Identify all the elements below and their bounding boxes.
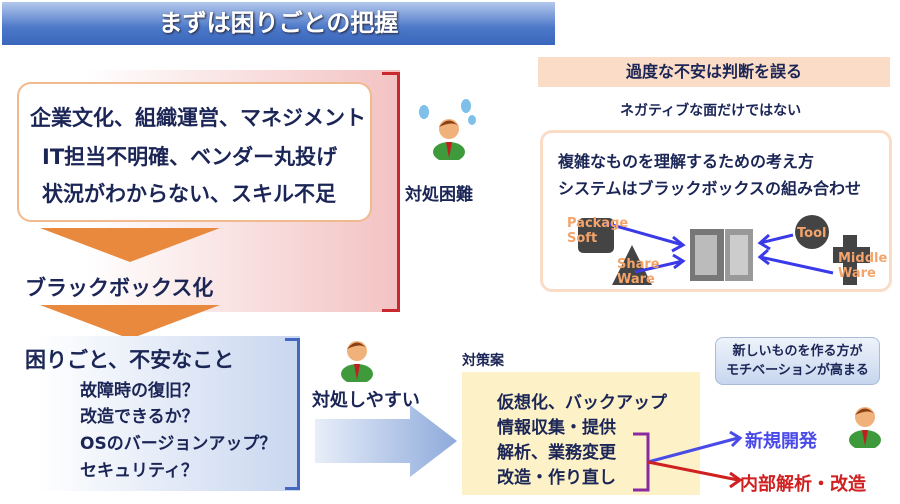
- sweat-drops-icon: [419, 99, 476, 125]
- worried-person-icon: [433, 119, 465, 160]
- red-bracket: [382, 72, 400, 312]
- plan-item: 情報収集・提供: [497, 418, 616, 438]
- worries-title: 困りごと、不安なこと: [25, 348, 235, 372]
- internal-analysis-label: 内部解析・改造: [740, 474, 866, 495]
- person-icon: [849, 407, 881, 448]
- causes-box: [17, 82, 372, 222]
- plan-item: 仮想化、バックアップ: [497, 393, 667, 413]
- cause-line: 状況がわからない、スキル不足: [42, 182, 336, 206]
- server-icon: [690, 229, 753, 281]
- worry-item: OSのバージョンアップ？: [80, 434, 277, 454]
- new-development-label: 新規開発: [745, 431, 817, 452]
- bubble-line: モチベーションが高まる: [726, 363, 869, 378]
- tool-label: Tool: [797, 226, 827, 241]
- worries-area: [8, 336, 300, 491]
- worry-item: 改造できるか？: [80, 407, 199, 427]
- person-icon: [341, 341, 373, 382]
- blue-bracket: [285, 338, 300, 490]
- outcome-arrows: [633, 430, 743, 492]
- concept-line: システムはブラックボックスの組み合わせ: [558, 179, 862, 198]
- worry-item: セキュリティ？: [80, 461, 198, 481]
- plan-item: 解析、業務変更: [497, 443, 616, 463]
- concept-line: 複雑なものを理解するための考え方: [558, 152, 815, 171]
- right-arrow-icon: [315, 405, 457, 477]
- worry-item: 故障時の復旧？: [80, 381, 199, 401]
- bubble-line: 新しいものを作る方が: [732, 344, 863, 359]
- subheading: ネガティブな面だけではない: [620, 103, 802, 119]
- plan-item: 改造・作り直し: [497, 468, 616, 488]
- plan-box: [462, 372, 700, 495]
- speech-bubble: 新しいものを作る方がモチベーションが高まる: [715, 337, 880, 385]
- hard-label: 対処困難: [405, 185, 473, 205]
- plan-label: 対策案: [462, 353, 504, 369]
- warning-header: 過度な不安は判断を誤る: [538, 57, 890, 87]
- blackbox-diagram: [578, 215, 870, 285]
- slide-title: まずは困りごとの把握: [2, 2, 555, 45]
- easy-label: 対処しやすい: [312, 390, 420, 411]
- cause-line: 企業文化、組織運営、マネジメント: [30, 106, 366, 130]
- blackbox-label: ブラックボックス化: [25, 276, 214, 300]
- cause-line: IT担当不明確、ベンダー丸投げ: [42, 145, 338, 169]
- down-arrow-icon: [40, 305, 220, 339]
- down-arrow-icon: [40, 228, 220, 262]
